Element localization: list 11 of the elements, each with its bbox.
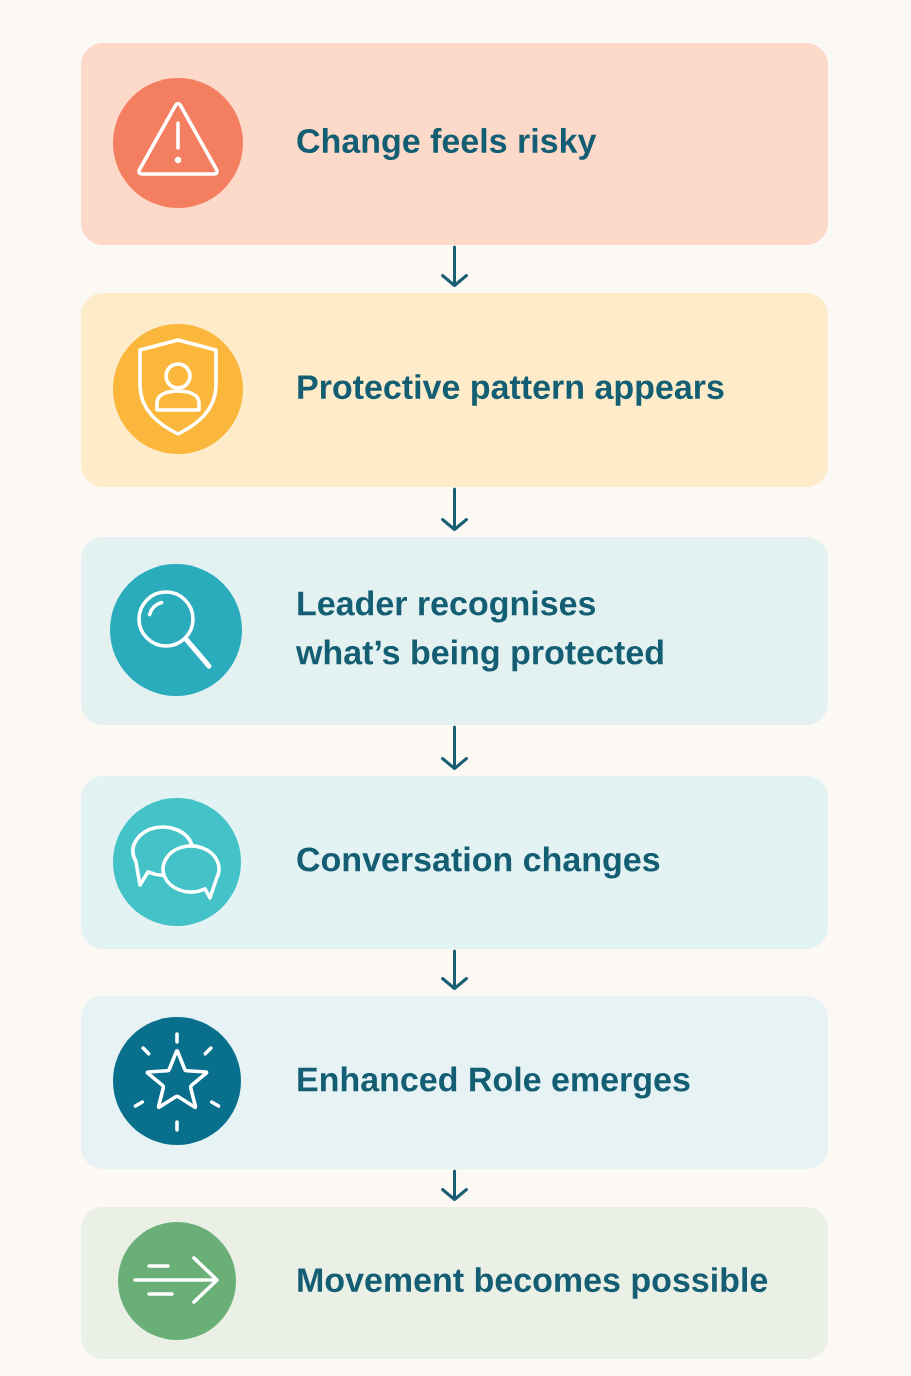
arrow bbox=[441, 949, 468, 990]
process-box: Protective pattern appears bbox=[81, 293, 828, 487]
arrow bbox=[441, 487, 468, 531]
process-box: Conversation changes bbox=[81, 776, 828, 949]
process-box: Change feels risky bbox=[81, 43, 828, 245]
arrow bbox=[441, 245, 468, 287]
process-box: Movement becomes possible bbox=[81, 1207, 828, 1359]
arrow bbox=[441, 1169, 468, 1201]
arrow bbox=[441, 725, 468, 770]
process-box: Leader recognises what’s being protected bbox=[81, 537, 828, 725]
process-box: Enhanced Role emerges bbox=[81, 996, 828, 1169]
